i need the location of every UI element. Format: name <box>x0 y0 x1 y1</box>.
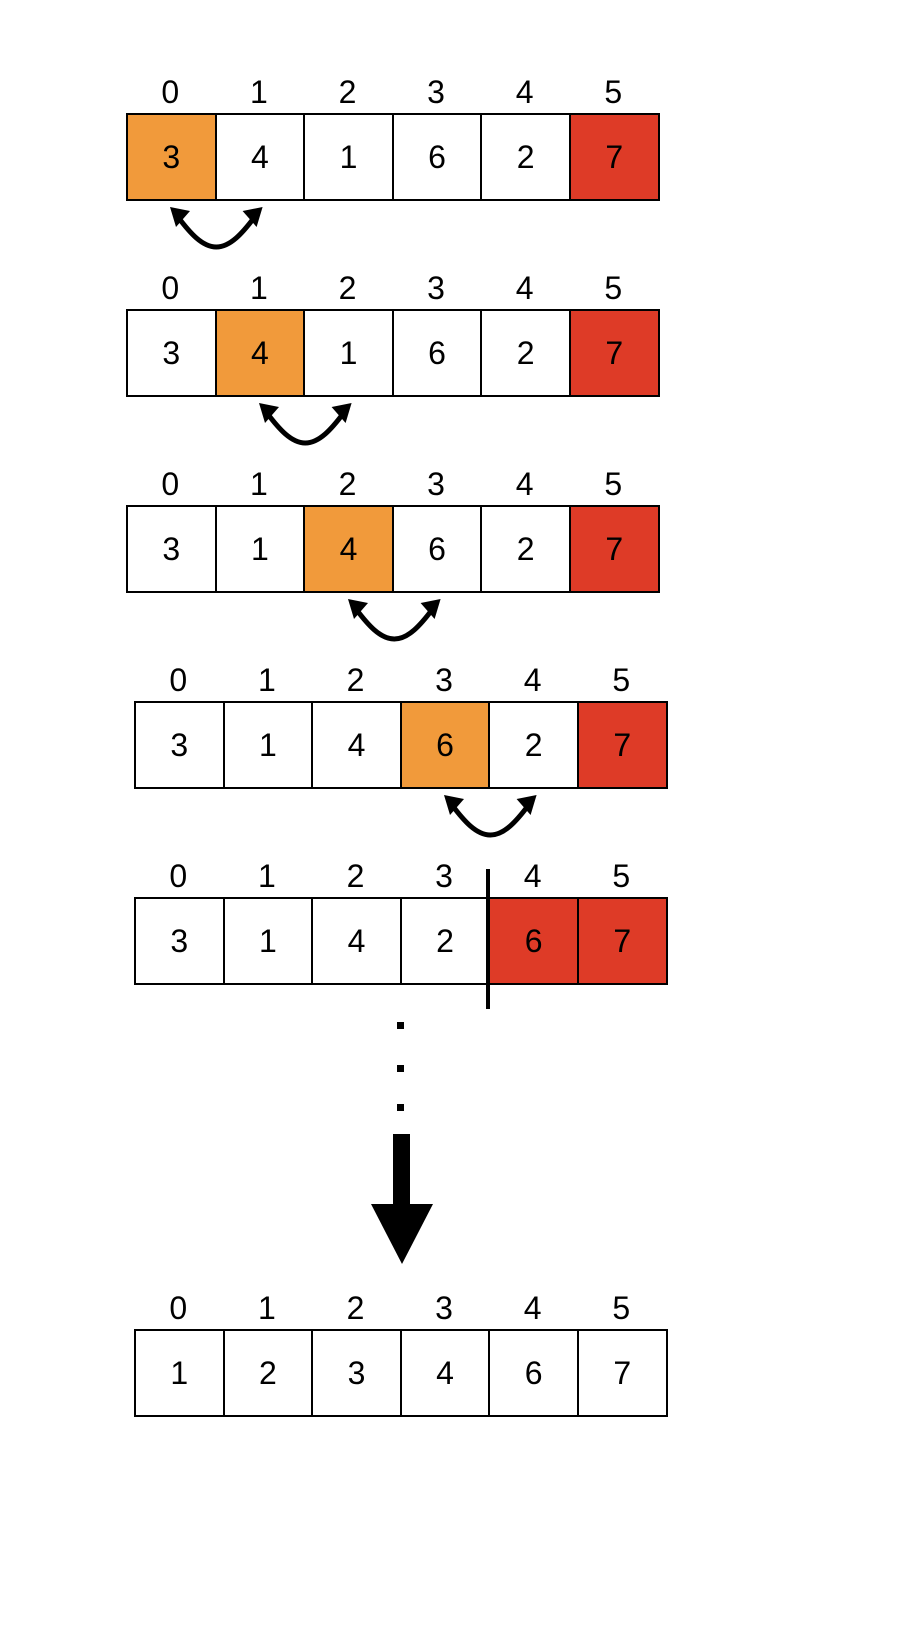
ellipsis-dot <box>397 1022 404 1029</box>
index-label: 2 <box>346 1290 365 1326</box>
index-label: 2 <box>346 858 365 894</box>
down-arrow-icon <box>371 1134 433 1264</box>
array-cell-default: 6 <box>393 311 483 395</box>
index-label: 1 <box>249 74 268 110</box>
array-cell-sorted: 7 <box>578 899 668 983</box>
array-cell-current: 6 <box>401 703 491 787</box>
array-cell-default: 3 <box>313 1331 402 1415</box>
array-cell-default: 3 <box>128 507 217 591</box>
array-cell-default: 4 <box>401 1331 491 1415</box>
array-cell-default: 2 <box>224 1331 314 1415</box>
index-label: 1 <box>249 270 268 306</box>
index-label: 5 <box>612 858 631 894</box>
array-cell-default: 7 <box>578 1331 668 1415</box>
array-cell-default: 6 <box>490 1331 579 1415</box>
array-cell-current: 3 <box>128 115 217 199</box>
array-cell-sorted: 7 <box>570 311 660 395</box>
array-cell-sorted: 7 <box>570 115 660 199</box>
array-cell-default: 2 <box>401 899 491 983</box>
array-cell-current: 4 <box>305 507 394 591</box>
index-label: 2 <box>338 74 357 110</box>
array-cell-default: 2 <box>490 703 579 787</box>
index-label: 4 <box>515 270 534 306</box>
index-label: 5 <box>612 1290 631 1326</box>
index-label: 4 <box>523 662 542 698</box>
array-cell-default: 1 <box>224 703 314 787</box>
index-label: 1 <box>257 1290 276 1326</box>
index-label: 3 <box>427 74 445 110</box>
array-cell-sorted: 6 <box>490 899 579 983</box>
index-label: 1 <box>257 662 276 698</box>
index-label: 4 <box>515 466 534 502</box>
array-cell-sorted: 7 <box>578 703 668 787</box>
index-label: 5 <box>604 466 623 502</box>
index-label: 4 <box>523 1290 542 1326</box>
index-label: 5 <box>612 662 631 698</box>
sorted-boundary-divider <box>486 869 491 1009</box>
index-labels: 0 1 2 3 4 5 <box>126 75 658 109</box>
index-label: 0 <box>169 858 188 894</box>
array-cell-sorted: 7 <box>570 507 660 591</box>
index-label: 1 <box>257 858 276 894</box>
array-cell-default: 1 <box>224 899 314 983</box>
array-cell-default: 3 <box>136 899 225 983</box>
array-cell-default: 4 <box>216 115 306 199</box>
index-label: 4 <box>515 74 534 110</box>
array-cell-default: 6 <box>393 507 483 591</box>
array-cell-default: 4 <box>313 703 402 787</box>
array-cell-default: 3 <box>128 311 217 395</box>
index-label: 0 <box>169 662 188 698</box>
index-label: 2 <box>338 270 357 306</box>
index-label: 3 <box>427 466 445 502</box>
index-label: 0 <box>169 1290 188 1326</box>
array-cell-default: 2 <box>482 115 571 199</box>
array-cell-default: 1 <box>216 507 306 591</box>
index-label: 0 <box>161 74 180 110</box>
array-cell-default: 4 <box>313 899 402 983</box>
index-label: 2 <box>338 466 357 502</box>
array-cell-default: 6 <box>393 115 483 199</box>
index-label: 2 <box>346 662 365 698</box>
index-label: 0 <box>161 270 180 306</box>
index-label: 0 <box>161 466 180 502</box>
swap-arrow-icon <box>347 599 441 642</box>
ellipsis-dot <box>397 1104 404 1111</box>
array-cell-default: 1 <box>305 115 394 199</box>
index-label: 3 <box>427 270 445 306</box>
index-labels: 0 1 2 3 4 5 <box>134 1291 666 1325</box>
array-cell-current: 4 <box>216 311 306 395</box>
index-label: 5 <box>604 270 623 306</box>
index-label: 5 <box>604 74 623 110</box>
array-cell-default: 2 <box>482 507 571 591</box>
array-cell-default: 1 <box>305 311 394 395</box>
index-label: 4 <box>523 858 542 894</box>
array-cell-default: 3 <box>136 703 225 787</box>
swap-arrow-icon <box>170 207 263 250</box>
index-label: 1 <box>249 466 268 502</box>
index-label: 3 <box>435 662 453 698</box>
ellipsis-dot <box>397 1065 404 1072</box>
array-cell-default: 1 <box>136 1331 225 1415</box>
index-labels: 0 1 2 3 4 5 <box>134 859 666 893</box>
swap-arrow-icon <box>444 795 537 838</box>
array-cell-default: 2 <box>482 311 571 395</box>
swap-arrow-icon <box>258 403 352 446</box>
index-labels: 0 1 2 3 4 5 <box>126 271 658 305</box>
index-label: 3 <box>435 858 453 894</box>
index-labels: 0 1 2 3 4 5 <box>126 467 658 501</box>
index-labels: 0 1 2 3 4 5 <box>134 663 666 697</box>
index-label: 3 <box>435 1290 453 1326</box>
